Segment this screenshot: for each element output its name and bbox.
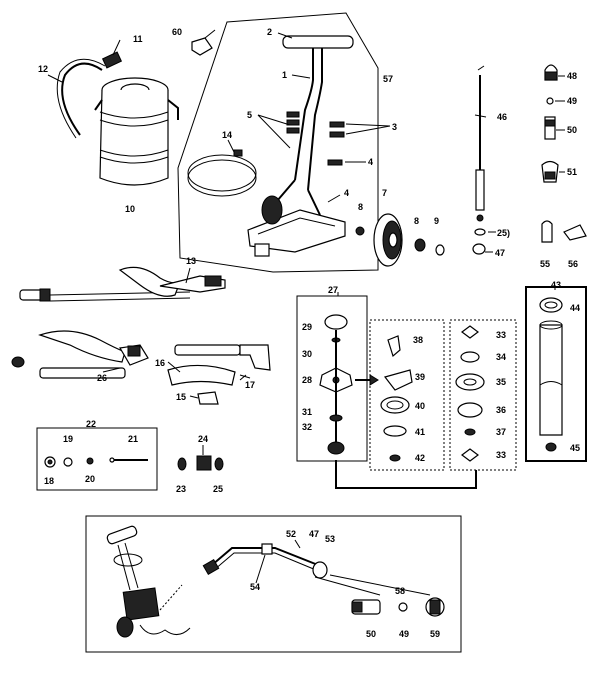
label-9: 9 [434, 216, 439, 226]
label-2: 2 [267, 27, 272, 37]
label-7: 7 [382, 188, 387, 198]
label-41: 41 [415, 427, 425, 437]
label-19: 19 [63, 434, 73, 444]
label-25: 25 [213, 484, 223, 494]
parts-15-17 [167, 344, 271, 405]
sprayer-tank [94, 77, 179, 186]
label-50b: 50 [366, 629, 376, 639]
label-4a: 4 [368, 157, 373, 167]
label-57: 57 [383, 74, 393, 84]
box-22 [36, 427, 158, 491]
label-56: 56 [568, 259, 578, 269]
tank-strap [187, 149, 257, 197]
label-34: 34 [496, 352, 506, 362]
label-18: 18 [44, 476, 54, 486]
cart-wheel-left [261, 195, 283, 225]
label-45: 45 [570, 443, 580, 453]
label-50: 50 [567, 125, 577, 135]
label-52: 52 [286, 529, 296, 539]
label-54: 54 [250, 582, 260, 592]
cart-handle [282, 35, 354, 191]
label-30: 30 [302, 349, 312, 359]
label-25b: 25) [497, 228, 510, 238]
spray-gun-26 [11, 330, 149, 379]
leader-lines [47, 29, 565, 584]
wand-rod [472, 65, 486, 255]
label-39: 39 [415, 372, 425, 382]
cap-part [191, 37, 213, 56]
spray-gun-13 [19, 266, 226, 302]
spray-wand-54 [202, 543, 328, 579]
hose [56, 58, 106, 139]
box-27 [296, 295, 368, 462]
label-8b: 8 [414, 216, 419, 226]
label-46: 46 [497, 112, 507, 122]
label-37: 37 [496, 427, 506, 437]
label-51: 51 [567, 167, 577, 177]
box-38-42 [369, 319, 445, 471]
cart-in-use [106, 525, 191, 638]
label-15: 15 [176, 392, 186, 402]
box-33-37 [449, 319, 517, 471]
label-36: 36 [496, 405, 506, 415]
nozzle-parts [541, 64, 587, 243]
box-43 [525, 286, 587, 462]
label-16: 16 [155, 358, 165, 368]
nozzle-tips-58 [314, 574, 445, 617]
hose-coupling [101, 51, 123, 69]
label-4b: 4 [344, 188, 349, 198]
label-49: 49 [567, 96, 577, 106]
label-53: 53 [325, 534, 335, 544]
parts-23-25 [177, 455, 224, 471]
label-21: 21 [128, 434, 138, 444]
bottom-box [85, 515, 462, 653]
label-43: 43 [551, 280, 561, 290]
label-32: 32 [302, 422, 312, 432]
label-17: 17 [245, 380, 255, 390]
label-5: 5 [247, 110, 252, 120]
label-23: 23 [176, 484, 186, 494]
label-27: 27 [328, 285, 338, 295]
label-13: 13 [186, 256, 196, 266]
callout-labels: 11 12 10 60 2 1 57 5 3 14 4 4 7 8 8 9 46… [38, 27, 580, 639]
label-20: 20 [85, 474, 95, 484]
label-58: 58 [395, 586, 405, 596]
label-22: 22 [86, 419, 96, 429]
label-38: 38 [413, 335, 423, 345]
label-3: 3 [392, 122, 397, 132]
label-14: 14 [222, 130, 232, 140]
label-29: 29 [302, 322, 312, 332]
label-31: 31 [302, 407, 312, 417]
label-24: 24 [198, 434, 208, 444]
label-47: 47 [495, 248, 505, 258]
cart-frame-box [177, 12, 379, 273]
label-44: 44 [570, 303, 580, 313]
label-48: 48 [567, 71, 577, 81]
label-47b: 47 [309, 529, 319, 539]
label-26: 26 [97, 373, 107, 383]
cart-base [247, 179, 346, 257]
cart-wheel-right [355, 213, 445, 267]
label-35: 35 [496, 377, 506, 387]
label-40: 40 [415, 401, 425, 411]
label-33b: 33 [496, 450, 506, 460]
label-12: 12 [38, 64, 48, 74]
bolts [286, 111, 345, 166]
label-1: 1 [282, 70, 287, 80]
label-60: 60 [172, 27, 182, 37]
label-11: 11 [133, 34, 143, 44]
connector-lines [335, 374, 477, 489]
label-8: 8 [358, 202, 363, 212]
label-33a: 33 [496, 330, 506, 340]
label-55: 55 [540, 259, 550, 269]
label-10: 10 [125, 204, 135, 214]
label-42: 42 [415, 453, 425, 463]
label-28: 28 [302, 375, 312, 385]
label-49b: 49 [399, 629, 409, 639]
label-59: 59 [430, 629, 440, 639]
